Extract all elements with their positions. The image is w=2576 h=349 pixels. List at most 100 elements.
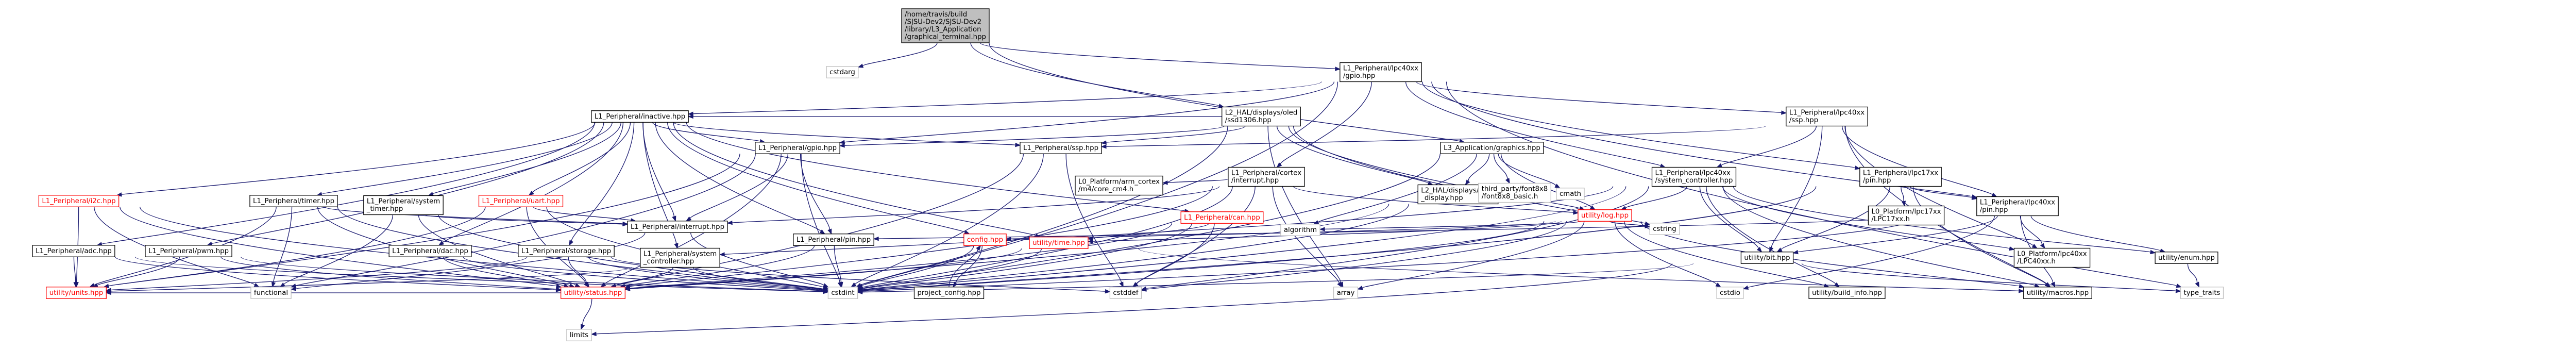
edge-timer-to-units (93, 207, 277, 286)
node-system-timer[interactable]: L1_Peripheral/system_timer.hpp (363, 195, 444, 215)
edge-arrowhead (823, 283, 829, 288)
edge-system-timer-to-cstdint (438, 214, 824, 290)
node-system-controller[interactable]: L1_Peripheral/system_controller.hpp (640, 247, 720, 268)
edge-arrowhead (1834, 282, 1840, 288)
edge-arrowhead (1991, 192, 1997, 197)
node-box (1180, 211, 1264, 224)
node-box (1556, 188, 1585, 200)
edge-lpc40xx-system-controller-to-log (1625, 186, 1687, 209)
edge-lpc40xx-ssp-to-lpc40xx-system-controller (1721, 126, 1817, 166)
node-cstdio: cstdio (1716, 287, 1744, 299)
node-box (1222, 106, 1301, 127)
node-label: limits (570, 331, 588, 339)
node-can[interactable]: L1_Peripheral/can.hpp (1180, 211, 1264, 224)
edge-arrowhead (2031, 243, 2038, 249)
edge-config-to-project-config (955, 245, 983, 284)
node-label: /ssp.hpp (1789, 117, 1818, 124)
node-log[interactable]: utility/log.hpp (1578, 209, 1632, 222)
node-dac[interactable]: L1_Peripheral/dac.hpp (388, 245, 472, 257)
edge-arrowhead (873, 236, 879, 241)
edge-adc-to-cstdint (134, 256, 824, 292)
node-box (478, 195, 564, 207)
node-adc[interactable]: L1_Peripheral/adc.hpp (32, 245, 115, 257)
edge-system-timer-to-functional (283, 214, 394, 285)
edge-inactive-to-storage (571, 122, 635, 241)
node-bit[interactable]: utility/bit.hpp (1740, 252, 1794, 264)
edge-lpc40xx-gpio-to-lpc17xx-pin (1422, 81, 1856, 169)
node-gpio[interactable]: L1_Peripheral/gpio.hpp (755, 142, 840, 154)
edge-system-controller-to-cstdint (692, 267, 824, 290)
edge-adc-to-status (114, 256, 557, 291)
edge-inactive-to-system-timer (432, 122, 621, 194)
node-graphics[interactable]: L3_Application/graphics.hpp (1440, 142, 1544, 154)
node-time[interactable]: utility/time.hpp (1029, 237, 1089, 249)
node-enum[interactable]: utility/enum.hpp (2155, 252, 2218, 264)
node-lpc40xx-ssp[interactable]: L1_Peripheral/lpc40xx/ssp.hpp (1786, 106, 1868, 127)
node-box (591, 110, 689, 123)
edge-lpc17xx-pin-to-macros (1912, 186, 2047, 285)
node-box (561, 287, 625, 299)
edge-arrowhead (1854, 165, 1861, 170)
edge-arrowhead (89, 283, 95, 288)
node-i2c[interactable]: L1_Peripheral/i2c.hpp (38, 195, 120, 207)
edge-inactive-to-can (686, 122, 1185, 211)
node-label: /pin.hpp (1980, 206, 2008, 214)
node-ssp[interactable]: L1_Peripheral/ssp.hpp (1020, 142, 1102, 154)
node-label: L1_Peripheral/gpio.hpp (758, 144, 837, 152)
node-ssd1306[interactable]: L2_HAL/displays/oled/ssd1306.hpp (1222, 106, 1301, 127)
edge-inactive-to-interrupt (642, 122, 675, 217)
edge-arrowhead (685, 217, 692, 222)
edge-arrowhead (1573, 210, 1579, 215)
edge-lpc40xx-system-controller-to-bit (1699, 186, 1759, 249)
node-project-config[interactable]: project_config.hpp (913, 287, 985, 299)
node-lpc40xx-system-controller[interactable]: L1_Peripheral/lpc40xx/system_controller.… (1651, 167, 1737, 187)
node-box (1020, 142, 1102, 154)
node-pwm[interactable]: L1_Peripheral/pwm.hpp (145, 245, 232, 257)
node-cortex-interrupt[interactable]: L1_Peripheral/cortex/interrupt.hpp (1228, 167, 1305, 187)
edge-arrowhead (74, 282, 79, 288)
node-build-info[interactable]: utility/build_info.hpp (1808, 287, 1886, 299)
edge-arrowhead (290, 286, 297, 291)
edge-pixel-display-to-status (629, 204, 1389, 289)
node-arm-cortex[interactable]: L0_Platform/arm_cortex/m4/core_cm4.h (1075, 175, 1163, 196)
node-units[interactable]: utility/units.hpp (46, 287, 107, 299)
edge-lpc40xx-system-controller-to-build-info (1706, 186, 1836, 285)
edge-arrowhead (1319, 227, 1325, 231)
node-lpc17xx-pin[interactable]: L1_Peripheral/lpc17xx/pin.hpp (1859, 167, 1942, 187)
node-macros[interactable]: utility/macros.hpp (2023, 287, 2092, 299)
node-storage[interactable]: L1_Peripheral/storage.hpp (518, 245, 615, 257)
node-config[interactable]: config.hpp (963, 234, 1007, 246)
node-inactive[interactable]: L1_Peripheral/inactive.hpp (591, 110, 689, 123)
node-label: utility/macros.hpp (2027, 289, 2089, 297)
node-box (627, 221, 728, 233)
edge-lpc40xx-ssp-to-lpc40xx-h (1844, 126, 2033, 246)
node-lpc40xx-pin[interactable]: L1_Peripheral/lpc40xx/pin.hpp (1976, 196, 2059, 217)
edge-arrowhead (672, 215, 676, 222)
edge-lpc17xx-pin-to-bit (1781, 186, 1890, 250)
node-label: L3_Application/graphics.hpp (1444, 144, 1540, 152)
node-lpc17xx-h[interactable]: L0_Platform/lpc17xx/LPC17xx.h (1868, 205, 1945, 226)
node-uart[interactable]: L1_Peripheral/uart.hpp (478, 195, 564, 207)
edge-lpc17xx-pin-to-lpc17xx-h (1901, 186, 1904, 202)
edge-arrowhead (1465, 179, 1470, 186)
node-pin[interactable]: L1_Peripheral/pin.hpp (793, 234, 874, 246)
node-box (2023, 287, 2092, 299)
edge-can-to-cstddef (1136, 223, 1215, 285)
node-lpc40xx-gpio[interactable]: L1_Peripheral/lpc40xx/gpio.hpp (1340, 62, 1422, 82)
node-limits: limits (566, 329, 592, 341)
edge-gpio-to-interrupt (689, 154, 789, 219)
node-lpc40xx-h[interactable]: L0_Platform/lpc40xx/LPC40xx.h (2013, 247, 2091, 268)
node-status[interactable]: utility/status.hpp (561, 287, 625, 299)
node-interrupt[interactable]: L1_Peripheral/interrupt.hpp (627, 221, 728, 233)
edge-i2c-to-units (76, 207, 79, 282)
edge-lpc40xx-ssp-to-ssp (1106, 125, 1766, 147)
edge-inactive-to-config (667, 122, 965, 233)
node-timer[interactable]: L1_Peripheral/timer.hpp (249, 195, 338, 207)
node-box (249, 195, 338, 207)
node-graphical-terminal[interactable]: /home/travis/build/SJSU-Dev2/SJSU-Dev2/l… (901, 8, 990, 43)
node-label: L1_Peripheral/timer.hpp (253, 197, 334, 205)
edge-ssd1306-to-log (1288, 126, 1581, 209)
node-label: /m4/core_cm4.h (1078, 186, 1133, 193)
edge-arrowhead (1505, 178, 1510, 184)
